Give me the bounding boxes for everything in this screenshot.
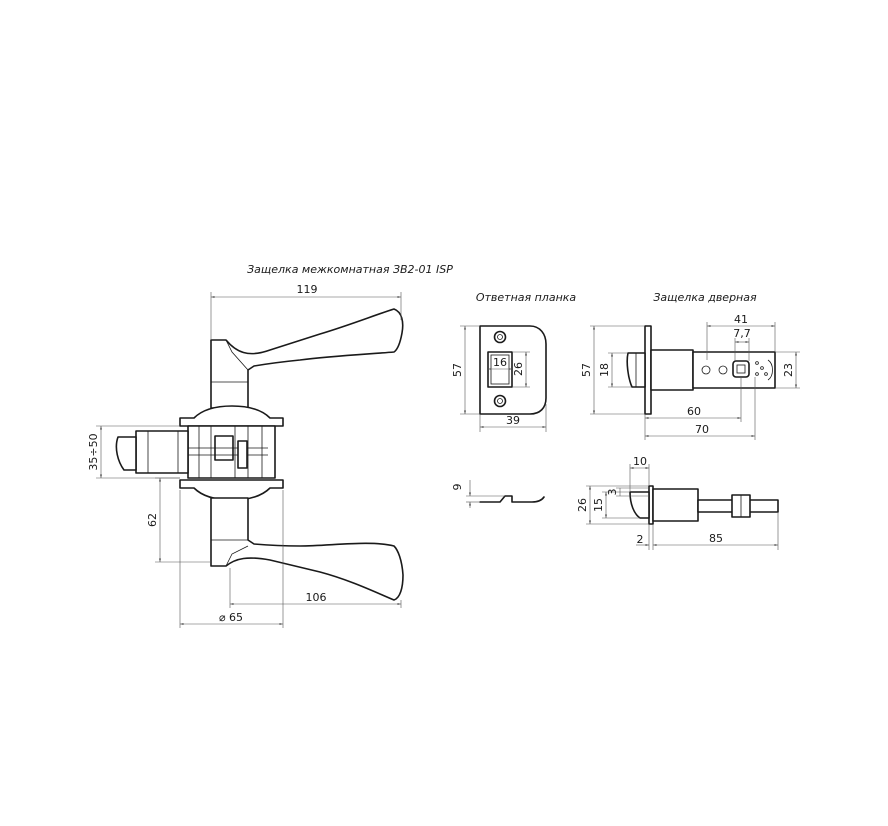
latch-side-dim-26: 26 (576, 498, 589, 512)
latch-spindle-hole (732, 360, 750, 378)
strike-screw-hole-bottom (493, 394, 507, 408)
strike-dim-16: 16 (493, 356, 507, 369)
dim-106: 106 (306, 591, 327, 604)
main-title: Защелка межкомнатная ЗВ2-01 ISP (247, 263, 453, 276)
strike-plate-side: 9 (451, 480, 545, 508)
upper-lever-edge (225, 339, 249, 371)
door-latch-side (629, 485, 779, 525)
latch-side-dim-3: 3 (606, 489, 619, 496)
latch-side-dim-2: 2 (637, 533, 644, 546)
strike-plate-front (479, 325, 547, 415)
latch-dim-70: 70 (695, 423, 709, 436)
door-latch-top-dimensions: 41 7,7 57 18 23 60 70 (580, 313, 800, 440)
latch-cylinder (135, 430, 189, 474)
strike-plate-profile (479, 495, 545, 503)
dim-62: 62 (146, 513, 159, 527)
strike-dim-26: 26 (512, 362, 525, 376)
door-latch-title: Защелка дверная (653, 291, 757, 304)
dim-35-50: 35÷50 (87, 433, 100, 470)
latch-side-dim-85: 85 (709, 532, 723, 545)
lower-lever-edge (225, 545, 249, 567)
latch-hole-1 (701, 365, 711, 375)
latch-dim-41: 41 (734, 313, 748, 326)
strike-dim-39: 39 (506, 414, 520, 427)
latch-dim-23: 23 (782, 363, 795, 377)
strike-dimensions: 57 16 26 39 (451, 325, 547, 432)
dim-diameter-65: ⌀ 65 (219, 611, 243, 624)
latch-dim-7-7: 7,7 (733, 327, 751, 340)
strike-plate-outline (479, 325, 547, 415)
door-latch-side-dimensions: 10 26 15 3 2 85 (576, 455, 779, 550)
latch-hole-2 (718, 365, 728, 375)
latch-side-bolt (629, 491, 650, 519)
latch-housing (650, 349, 694, 391)
screw-post (237, 440, 248, 469)
strike-dim-9: 9 (451, 484, 464, 491)
dim-119: 119 (297, 283, 318, 296)
latch-dim-60: 60 (687, 405, 701, 418)
handle-dimensions: 119 35÷50 62 106 ⌀ 65 (87, 283, 402, 628)
latch-bolt-tip (115, 436, 137, 471)
latch-side-dim-10: 10 (633, 455, 647, 468)
latch-side-housing (652, 488, 699, 522)
upper-lever (210, 308, 404, 409)
strike-plate-title: Ответная планка (476, 291, 577, 304)
door-latch-top (626, 325, 776, 415)
strike-dim-57: 57 (451, 363, 464, 377)
lower-lever (210, 497, 404, 601)
upper-rosette (179, 405, 284, 427)
latch-dim-57: 57 (580, 363, 593, 377)
latch-faceplate (644, 325, 652, 415)
latch-side-dim-15: 15 (592, 498, 605, 512)
handle-assembly (115, 308, 404, 601)
latch-dim-18: 18 (598, 363, 611, 377)
lower-rosette (179, 479, 284, 501)
strike-screw-hole-top (493, 330, 507, 344)
